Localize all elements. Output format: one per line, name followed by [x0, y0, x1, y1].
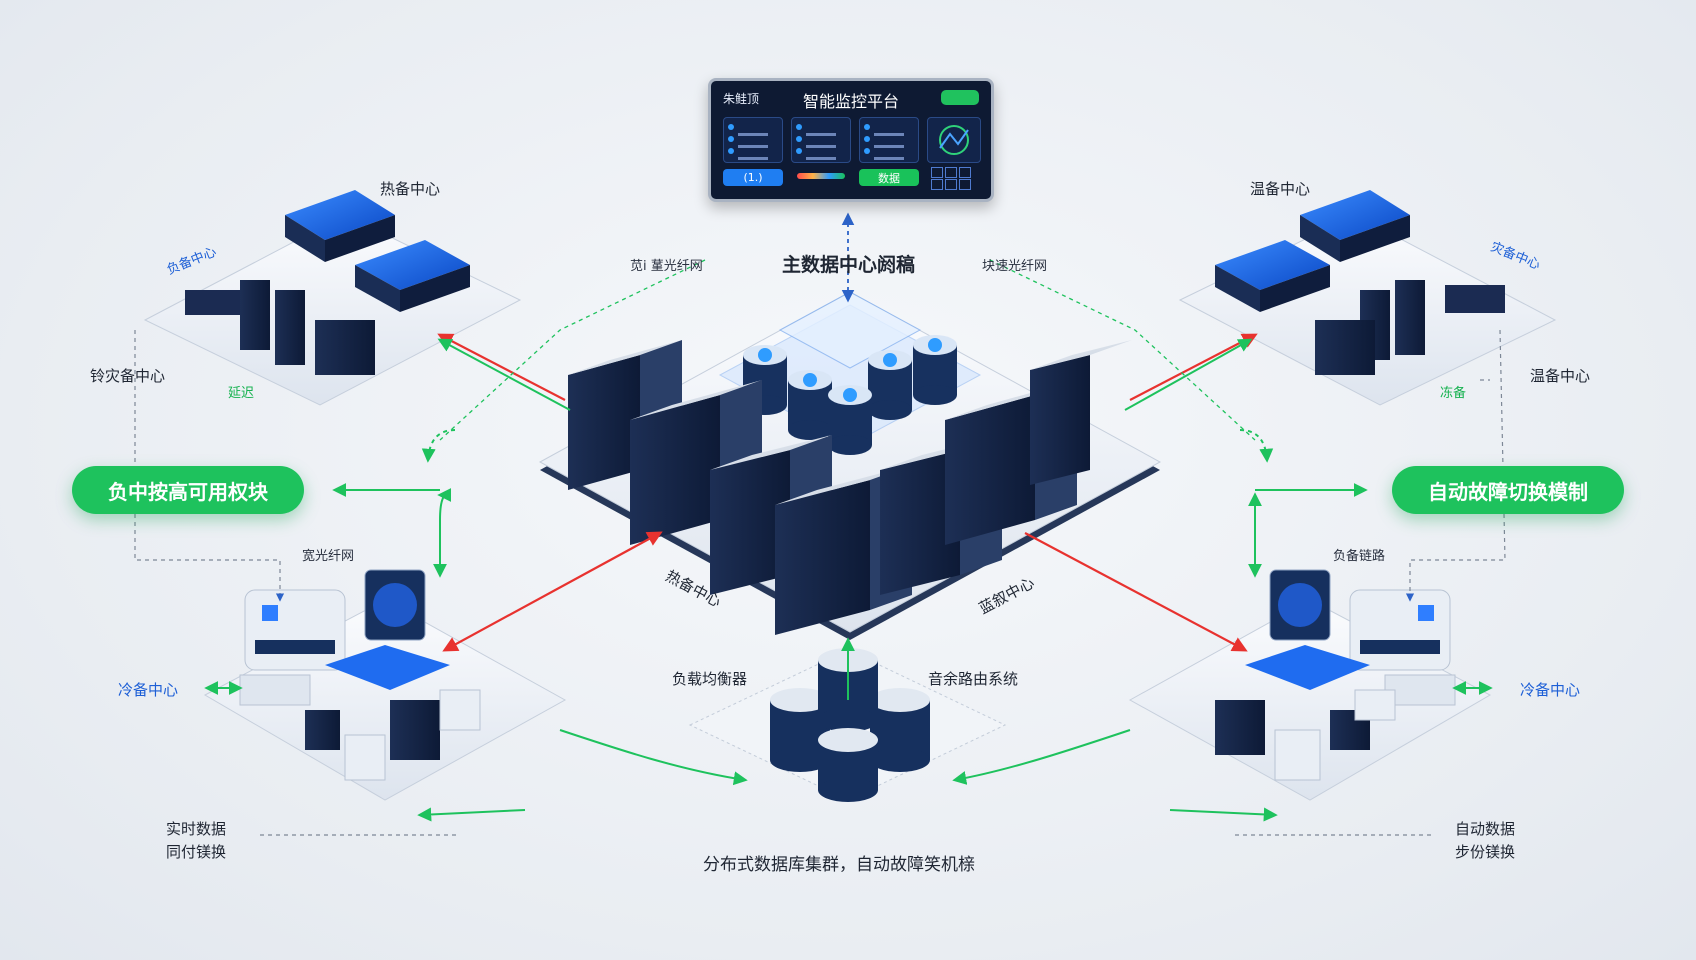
monitor-data-button[interactable]: 数据	[859, 169, 919, 186]
sync-label-left-1: 实时数据	[166, 820, 227, 838]
right-failover-module-platform	[1128, 569, 1492, 801]
monitor-header: 朱鲑顶 智能监控平台	[711, 81, 991, 115]
metric-card	[723, 117, 783, 163]
core-glass-box	[718, 291, 982, 446]
warm-center-label-right: 温备中心	[1530, 367, 1591, 385]
main-datacenter-title: 主数据中心阏稿	[782, 254, 916, 276]
network-graph-icon	[939, 125, 969, 155]
warm-standby-platform	[1178, 190, 1557, 406]
monitoring-platform-panel: 朱鲑顶 智能监控平台 (1.) 数据	[708, 78, 994, 202]
left-ha-module-platform	[203, 569, 567, 801]
link-right-label: 块速光纤网	[982, 259, 1048, 274]
delay-label-left: 延迟	[228, 386, 255, 401]
standby-link-label: 负备链路	[1333, 549, 1386, 564]
monitor-title: 智能监控平台	[803, 92, 900, 111]
sync-label-right-1: 自动数据	[1455, 820, 1516, 838]
fiber-network-label: 宽光纤网	[302, 549, 355, 564]
main-datacenter-platform	[538, 291, 1162, 640]
monitor-left-button[interactable]: (1.)	[723, 169, 783, 186]
cold-standby-label-left: 冷备中心	[118, 681, 179, 699]
warm-standby-label: 温备中心	[1250, 180, 1311, 198]
sync-label-right-2: 步份镁换	[1455, 843, 1516, 861]
hot-standby-label: 热备中心	[380, 180, 441, 198]
monitor-grid-icon	[931, 167, 983, 191]
core-database-cluster	[743, 335, 957, 455]
db-cluster-caption: 分布式数据库集群，自动故障笑机榇	[703, 855, 975, 875]
sync-label-left-2: 同付镁换	[166, 843, 227, 861]
distributed-db-platform	[688, 648, 1007, 802]
link-left-label: 苋i 蓳光纤网	[630, 259, 703, 274]
delay-label-right: 冻备	[1440, 386, 1467, 401]
metric-card	[859, 117, 919, 163]
ha-module-pill: 负中按高可用权块	[72, 466, 304, 514]
failover-module-pill: 自动故障切换模制	[1392, 466, 1624, 514]
network-graph-card	[927, 117, 981, 163]
hot-standby-platform	[143, 190, 522, 406]
monitor-subtitle: 朱鲑顶	[723, 92, 760, 106]
metric-card	[791, 117, 851, 163]
main-server-racks	[568, 340, 1132, 635]
cold-standby-label-right: 冷备中心	[1520, 681, 1581, 699]
status-badge	[941, 90, 979, 105]
load-balancer-label: 负载均衡器	[672, 670, 748, 688]
monitor-progress-bar	[797, 173, 845, 179]
connection-arrows	[134, 212, 1506, 836]
disaster-center-label-left: 铃灾备中心	[90, 367, 166, 385]
redundant-router-label: 音余路由系统	[928, 670, 1019, 688]
